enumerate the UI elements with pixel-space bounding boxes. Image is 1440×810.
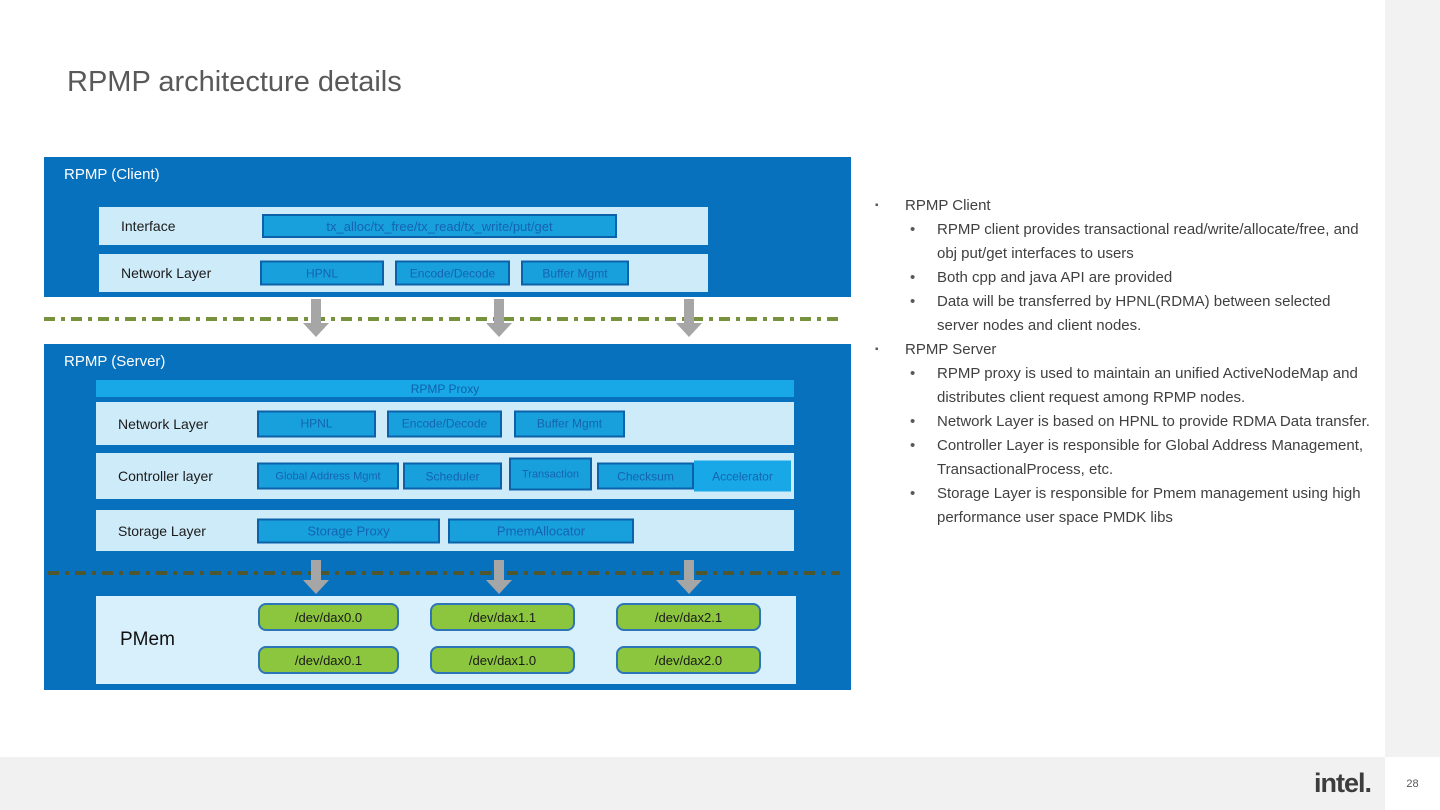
note-section-title: RPMP Server	[875, 338, 1370, 362]
down-arrow-icon	[676, 299, 702, 337]
down-arrow-icon	[486, 299, 512, 337]
note-bullet-list: RPMP client provides transactional read/…	[875, 218, 1370, 338]
network-component-button: HPNL	[260, 260, 384, 286]
note-bullet: RPMP proxy is used to maintain an unifie…	[875, 362, 1370, 410]
storage-component-button: PmemAllocator	[448, 518, 634, 543]
note-section-title: RPMP Client	[875, 194, 1370, 218]
network-component-button: Buffer Mgmt	[521, 260, 629, 286]
server-network-layer-label: Network Layer	[118, 415, 209, 432]
controller-component-button: Transaction	[509, 457, 592, 491]
page-number: 28	[1385, 757, 1440, 810]
down-arrow-icon	[486, 560, 512, 594]
interface-row: Interface tx_alloc/tx_free/tx_read/tx_wr…	[99, 207, 708, 245]
controller-component-button: Checksum	[597, 462, 694, 490]
pmem-row: PMem /dev/dax0.0/dev/dax1.1/dev/dax2.1 /…	[96, 596, 796, 684]
controller-layer-label: Controller layer	[118, 468, 213, 484]
interface-row-label: Interface	[121, 218, 176, 234]
intel-logo: intel.	[1313, 767, 1372, 798]
server-network-buttons: HPNL Encode/Decode Buffer Mgmt	[257, 410, 625, 437]
server-network-layer-row: Network Layer HPNL Encode/Decode Buffer Mg…	[96, 402, 794, 445]
pmem-device-button: /dev/dax1.1	[430, 603, 575, 631]
pmem-device-button: /dev/dax2.1	[616, 603, 761, 631]
pmem-device-button: /dev/dax0.0	[258, 603, 399, 631]
storage-pmem-separator-line	[48, 571, 840, 575]
storage-layer-row: Storage Layer Storage Proxy PmemAllocator	[96, 510, 794, 551]
right-margin-strip	[1385, 0, 1440, 757]
pmem-device-button: /dev/dax1.0	[430, 646, 575, 674]
notes-panel: RPMP Client RPMP client provides transac…	[875, 194, 1370, 530]
controller-component-button: Scheduler	[403, 462, 502, 490]
network-component-button: Buffer Mgmt	[514, 410, 625, 437]
client-network-layer-label: Network Layer	[121, 265, 212, 281]
pmem-devices-bottom: /dev/dax0.1/dev/dax1.0/dev/dax2.0	[258, 646, 761, 674]
slide-footer: intel.	[0, 757, 1385, 810]
storage-buttons: Storage Proxy PmemAllocator	[257, 518, 634, 543]
pmem-label: PMem	[120, 629, 175, 650]
rpmp-proxy-bar: RPMP Proxy	[96, 380, 794, 397]
storage-component-button: Storage Proxy	[257, 518, 440, 543]
client-network-buttons: HPNL Encode/Decode Buffer Mgmt	[260, 260, 629, 286]
note-bullet: RPMP client provides transactional read/…	[875, 218, 1370, 266]
note-bullet-list: RPMP proxy is used to maintain an unifie…	[875, 362, 1370, 530]
network-component-button: Encode/Decode	[387, 410, 502, 437]
note-bullet: Both cpp and java API are provided	[875, 266, 1370, 290]
controller-component-button: Accelerator	[694, 460, 791, 492]
down-arrow-icon	[303, 299, 329, 337]
note-bullet: Storage Layer is responsible for Pmem ma…	[875, 482, 1370, 530]
network-component-button: HPNL	[257, 410, 376, 437]
client-box-title: RPMP (Client)	[64, 166, 160, 183]
page-number-text: 28	[1406, 777, 1419, 790]
down-arrow-icon	[676, 560, 702, 594]
client-server-separator-line	[44, 317, 838, 321]
pmem-device-button: /dev/dax0.1	[258, 646, 399, 674]
storage-layer-label: Storage Layer	[118, 522, 206, 539]
down-arrow-icon	[303, 560, 329, 594]
rpmp-client-box: RPMP (Client) Interface tx_alloc/tx_free…	[44, 157, 851, 297]
network-component-button: Encode/Decode	[395, 260, 510, 286]
note-bullet: Network Layer is based on HPNL to provid…	[875, 410, 1370, 434]
rpmp-server-box: RPMP (Server) RPMP Proxy Network Layer H…	[44, 344, 851, 690]
pmem-device-button: /dev/dax2.0	[616, 646, 761, 674]
pmem-devices-top: /dev/dax0.0/dev/dax1.1/dev/dax2.1	[258, 603, 761, 631]
note-bullet: Data will be transferred by HPNL(RDMA) b…	[875, 290, 1370, 338]
client-network-layer-row: Network Layer HPNL Encode/Decode Buffer Mg…	[99, 254, 708, 292]
page-title: RPMP architecture details	[67, 66, 402, 98]
controller-component-button: Global Address Mgmt	[257, 462, 399, 490]
note-bullet: Controller Layer is responsible for Glob…	[875, 434, 1370, 482]
interface-button: tx_alloc/tx_free/tx_read/tx_write/put/ge…	[262, 214, 617, 238]
server-box-title: RPMP (Server)	[64, 353, 166, 370]
interface-buttons: tx_alloc/tx_free/tx_read/tx_write/put/ge…	[262, 214, 617, 238]
